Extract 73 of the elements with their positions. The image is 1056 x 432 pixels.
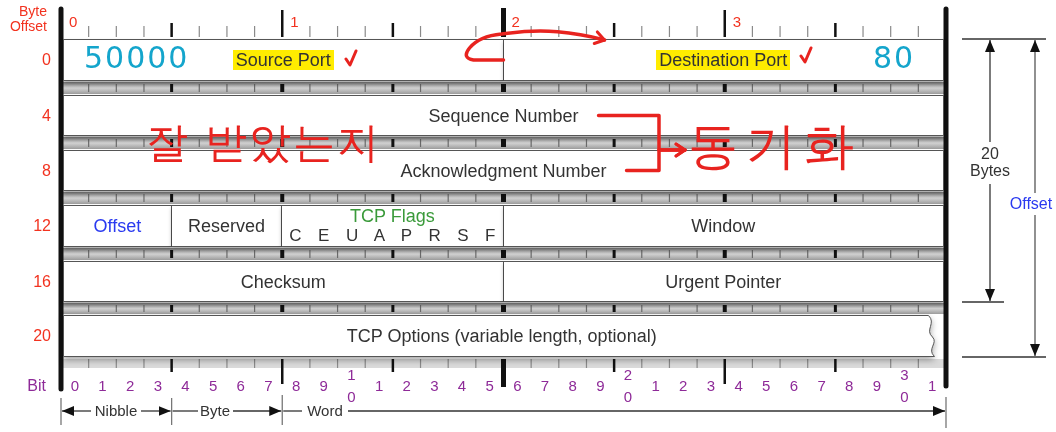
axis-title: Bit bbox=[27, 377, 46, 395]
arrow bbox=[624, 142, 687, 173]
field-box bbox=[503, 261, 944, 302]
bit-number: 8 bbox=[845, 376, 854, 397]
field-label: Checksum bbox=[240, 271, 326, 292]
field-label: Window bbox=[691, 216, 756, 236]
bit-number: 2 bbox=[402, 376, 411, 397]
dimension-label: 20 Bytes bbox=[970, 146, 1010, 180]
highlighted-label: Destination Port bbox=[656, 50, 791, 70]
bit-number: 3 bbox=[153, 376, 162, 397]
bit-number: 4 bbox=[734, 376, 743, 397]
bit-number: 8 bbox=[568, 376, 577, 397]
field-box bbox=[63, 205, 172, 247]
bit-number: 3 0 bbox=[900, 365, 909, 407]
bit-number: 1 bbox=[928, 376, 937, 397]
bit-number: 1 bbox=[374, 376, 384, 397]
highlighted-label: Source Port bbox=[232, 50, 334, 70]
bit-number: 3 bbox=[706, 376, 716, 397]
field-label: Reserved bbox=[187, 216, 265, 236]
handwritten-note: 80 bbox=[873, 42, 916, 74]
bit-number: 1 0 bbox=[347, 365, 356, 407]
dimension-label: Nibble bbox=[94, 403, 138, 419]
field-label: TCP Flags bbox=[350, 206, 435, 226]
field-label: TCP Options (variable length, optional) bbox=[346, 326, 657, 346]
dimension-label: Offset bbox=[1009, 195, 1053, 213]
byte-number: 0 bbox=[69, 14, 78, 30]
bit-number: 0 bbox=[70, 376, 79, 397]
offset-number: 8 bbox=[42, 162, 51, 179]
bit-number: 7 bbox=[540, 376, 550, 397]
bit-number: 6 bbox=[789, 376, 799, 397]
axis-title: Byte Offset bbox=[9, 4, 47, 34]
bit-number: 5 bbox=[762, 376, 771, 397]
field-box bbox=[63, 261, 504, 302]
offset-number: 16 bbox=[33, 273, 51, 290]
offset-number: 4 bbox=[42, 107, 51, 124]
handwritten-note: 50000 bbox=[84, 42, 190, 74]
bit-number: 2 bbox=[125, 376, 135, 397]
bit-number: 6 bbox=[236, 376, 245, 397]
field-box bbox=[503, 39, 944, 81]
bit-number: 3 bbox=[430, 376, 439, 397]
bit-number: 6 bbox=[513, 376, 522, 397]
field-box bbox=[171, 205, 283, 247]
offset-number: 12 bbox=[33, 217, 51, 235]
bit-number: 9 bbox=[872, 376, 882, 397]
field-label: Sequence Number bbox=[428, 105, 579, 126]
bit-number: 9 bbox=[319, 376, 328, 397]
arrow bbox=[464, 29, 607, 62]
bit-number: 9 bbox=[596, 376, 605, 397]
bit-number: 2 bbox=[679, 376, 688, 397]
offset-number: 20 bbox=[33, 327, 51, 345]
byte-number: 2 bbox=[511, 14, 520, 30]
field-label: Acknowledgment Number bbox=[400, 160, 607, 181]
bit-number: 4 bbox=[181, 376, 190, 397]
bit-number: 5 bbox=[485, 376, 494, 397]
field-box bbox=[282, 205, 504, 247]
field-box bbox=[503, 205, 944, 247]
field-label: Offset bbox=[93, 216, 142, 236]
bit-number: 1 bbox=[98, 376, 107, 397]
bit-number: 5 bbox=[208, 376, 218, 397]
field-box bbox=[63, 39, 504, 81]
bit-number: 7 bbox=[817, 376, 826, 397]
byte-number: 1 bbox=[290, 14, 299, 30]
dimension-label: Word bbox=[307, 403, 343, 419]
dimension-label: Byte bbox=[200, 403, 230, 419]
bit-number: 4 bbox=[457, 376, 467, 397]
bit-number: 8 bbox=[291, 376, 301, 397]
bit-number: 7 bbox=[264, 376, 273, 397]
bit-number: 2 0 bbox=[623, 365, 633, 407]
bit-number: 1 bbox=[651, 376, 660, 397]
flag-letters: C E U A P R S F bbox=[289, 226, 496, 246]
byte-number: 3 bbox=[732, 14, 742, 30]
offset-number: 0 bbox=[42, 51, 51, 69]
field-label: Urgent Pointer bbox=[665, 271, 782, 292]
